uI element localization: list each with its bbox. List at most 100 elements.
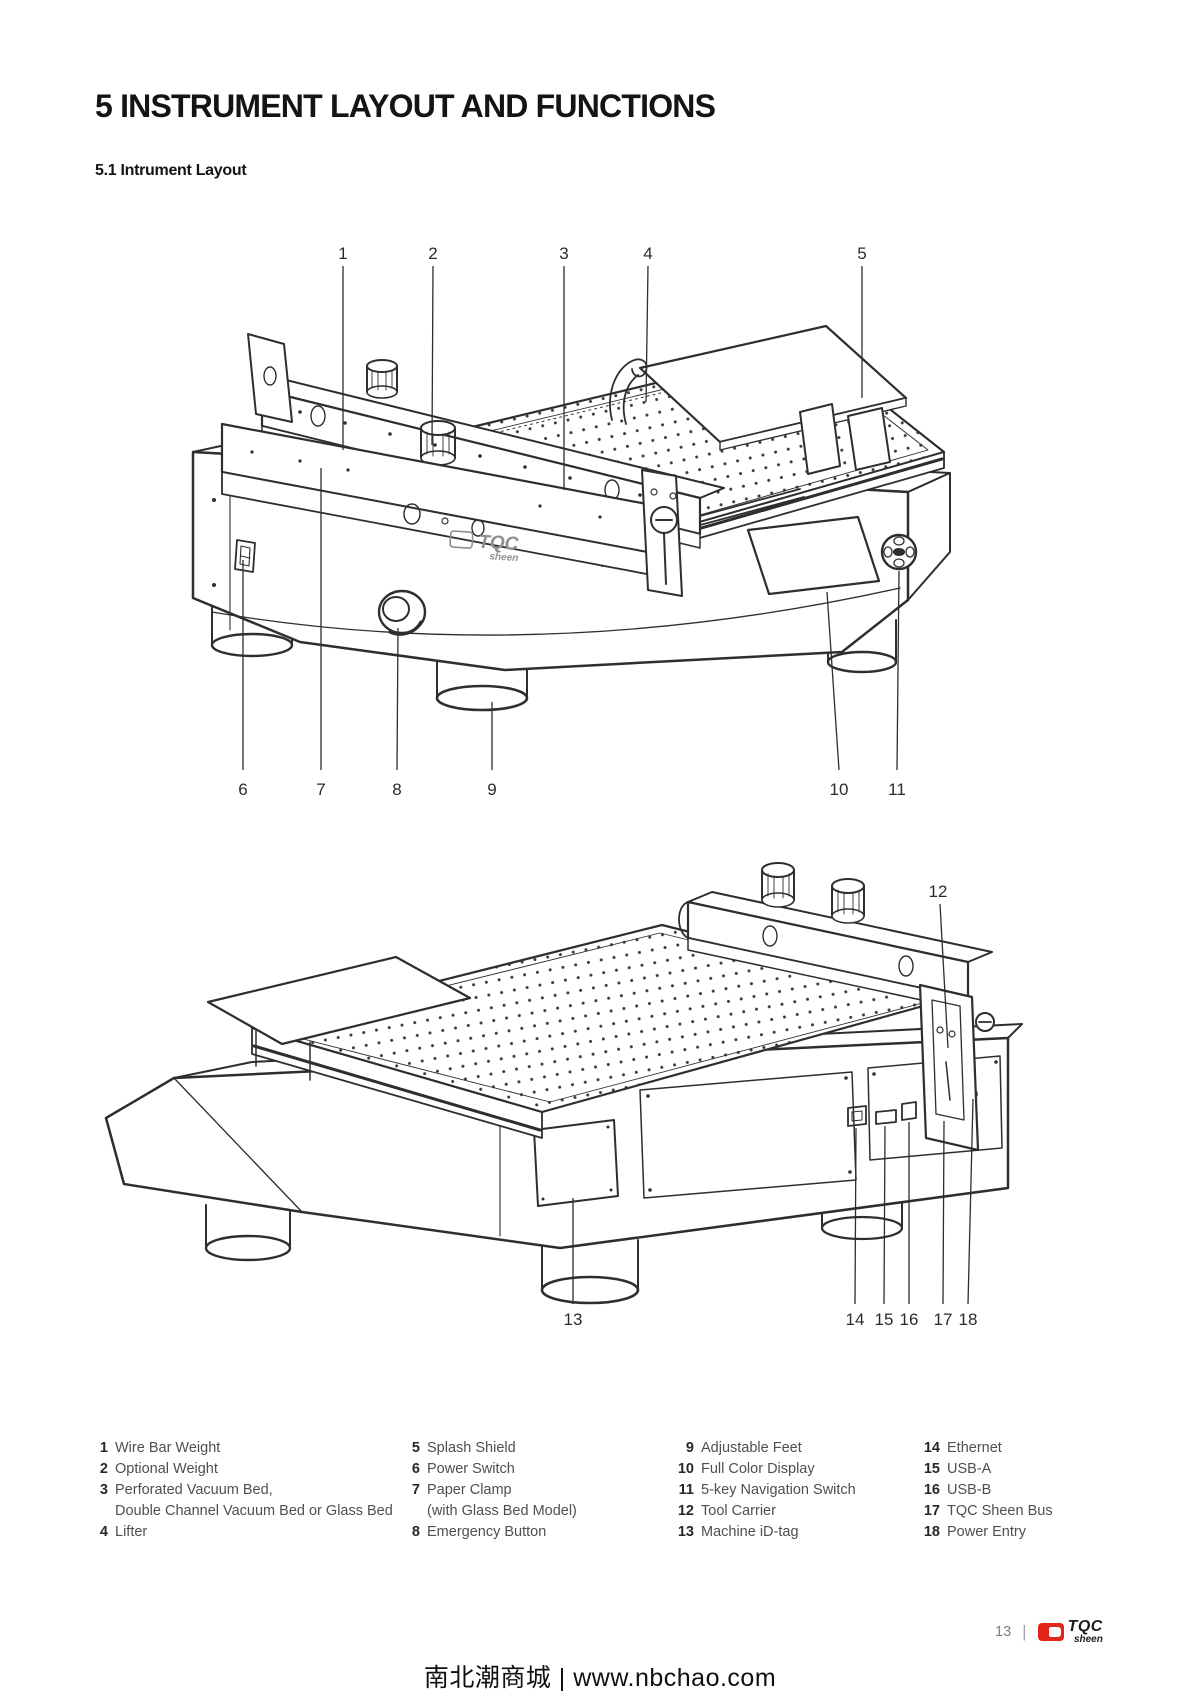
- weight-knobs-rear: [761, 862, 865, 924]
- clamp-lever: [641, 469, 683, 597]
- legend-item-number: 12: [677, 1503, 694, 1519]
- callout-5: 5: [857, 244, 866, 263]
- legend-column-2: 5 Splash Shield 6 Power Switch 7 Paper C…: [400, 1438, 577, 1543]
- lifter-hook: [609, 358, 648, 425]
- legend-item-2: 2 Optional Weight: [88, 1459, 393, 1480]
- legend-item-number: 18: [923, 1524, 940, 1540]
- legend-item-label: (with Glass Bed Model): [427, 1503, 577, 1519]
- legend-item-label: USB-B: [947, 1482, 992, 1498]
- legend-item-number: 4: [99, 1524, 108, 1540]
- svg-text:TQC: TQC: [478, 532, 520, 555]
- legend-item-label: Tool Carrier: [701, 1503, 776, 1519]
- legend-column-4: 14 Ethernet 15 USB-A 16 USB-B 17 TQC She…: [916, 1438, 1053, 1543]
- callout-17: 17: [934, 1310, 953, 1329]
- legend-item-label: Emergency Button: [427, 1524, 547, 1540]
- legend-column-3: 9 Adjustable Feet 10 Full Color Display …: [670, 1438, 856, 1543]
- callout-18: 18: [959, 1310, 978, 1329]
- legend-item-7-cont: (with Glass Bed Model): [400, 1501, 577, 1522]
- figure1-drawing: TQC sheen: [191, 324, 951, 712]
- callout-12: 12: [929, 882, 948, 901]
- legend-column-1: 1 Wire Bar Weight 2 Optional Weight 3 Pe…: [88, 1438, 393, 1543]
- legend-item-number: 11: [678, 1482, 694, 1498]
- legend-item-label: Power Entry: [947, 1524, 1026, 1540]
- navigation-switch: [880, 533, 918, 571]
- legend-item-number: 17: [923, 1503, 940, 1519]
- legend-item-label: Splash Shield: [427, 1440, 516, 1456]
- callout-6: 6: [238, 780, 247, 799]
- perforated-vacuum-bed-rear: [250, 923, 954, 1139]
- callout-2: 2: [428, 244, 437, 263]
- legend-item-16: 16 USB-B: [916, 1480, 1053, 1501]
- legend-item-label: Double Channel Vacuum Bed or Glass Bed: [115, 1503, 393, 1519]
- ethernet-port: [847, 1105, 867, 1127]
- legend-item-number: 13: [677, 1524, 694, 1540]
- figure1-callouts: 1 2 3 4 5 6 7 8 9 10 11: [238, 244, 906, 799]
- callout-13: 13: [564, 1310, 583, 1329]
- legend-item-9: 9 Adjustable Feet: [670, 1438, 856, 1459]
- legend-item-number: 2: [99, 1461, 108, 1477]
- optional-weight-knob: [420, 420, 456, 466]
- emergency-button: [377, 589, 427, 636]
- legend-item-label: Full Color Display: [701, 1461, 815, 1477]
- page-title: 5 INSTRUMENT LAYOUT AND FUNCTIONS: [95, 88, 716, 124]
- legend-item-14: 14 Ethernet: [916, 1438, 1053, 1459]
- legend-item-label: Optional Weight: [115, 1461, 218, 1477]
- legend-item-label: Perforated Vacuum Bed,: [115, 1482, 273, 1498]
- legend-item-number: 16: [923, 1482, 940, 1498]
- legend-item-4: 4 Lifter: [88, 1522, 393, 1543]
- legend-item-1: 1 Wire Bar Weight: [88, 1438, 393, 1459]
- legend-item-3-cont: Double Channel Vacuum Bed or Glass Bed: [88, 1501, 393, 1522]
- wire-bar-weight-knob: [366, 359, 398, 399]
- legend-item-number: 1: [99, 1440, 108, 1456]
- crossbar-rear: [678, 891, 993, 1011]
- legend-item-11: 11 5-key Navigation Switch: [670, 1480, 856, 1501]
- legend-item-label: Lifter: [115, 1524, 148, 1540]
- machine-logo: TQC sheen: [449, 530, 520, 564]
- bed-clamp-blocks: [799, 403, 891, 475]
- splash-shield-rear: [206, 955, 472, 1081]
- legend-item-3: 3 Perforated Vacuum Bed,: [88, 1480, 393, 1501]
- callout-10: 10: [830, 780, 849, 799]
- legend-item-number: 14: [923, 1440, 940, 1456]
- page-footer: 13 | TQC sheen: [995, 1619, 1103, 1645]
- power-switch: [234, 539, 256, 573]
- legend-item-13: 13 Machine iD-tag: [670, 1522, 856, 1543]
- legend-item-label: Wire Bar Weight: [115, 1440, 221, 1456]
- legend-item-label: Paper Clamp: [427, 1482, 512, 1498]
- legend-item-10: 10 Full Color Display: [670, 1459, 856, 1480]
- footer-separator: |: [1022, 1622, 1027, 1642]
- legend-item-17: 17 TQC Sheen Bus: [916, 1501, 1053, 1522]
- legend-item-number: 7: [411, 1482, 420, 1498]
- legend-item-label: USB-A: [947, 1461, 992, 1477]
- machine-id-tag: [533, 1119, 619, 1207]
- page-number: 13: [995, 1624, 1012, 1641]
- callout-11: 11: [888, 780, 906, 799]
- usb-a-port: [875, 1109, 897, 1125]
- legend-item-number: 8: [411, 1524, 420, 1540]
- callout-8: 8: [392, 780, 401, 799]
- color-display: [746, 515, 881, 596]
- legend-item-number: [400, 1501, 420, 1522]
- figure2-drawing: [104, 862, 1023, 1305]
- legend-item-number: 3: [99, 1482, 108, 1498]
- legend-item-label: Machine iD-tag: [701, 1524, 799, 1540]
- callout-4: 4: [643, 244, 652, 263]
- legend-item-15: 15 USB-A: [916, 1459, 1053, 1480]
- legend-item-6: 6 Power Switch: [400, 1459, 577, 1480]
- callout-1: 1: [338, 244, 347, 263]
- figure2-leader-lines: [572, 903, 974, 1305]
- legend-item-number: 6: [411, 1461, 420, 1477]
- legend-item-number: 5: [411, 1440, 420, 1456]
- legend-item-label: 5-key Navigation Switch: [701, 1482, 856, 1498]
- tqc-logo-icon: [1037, 1623, 1064, 1642]
- legend-item-7: 7 Paper Clamp: [400, 1480, 577, 1501]
- legend-item-label: Adjustable Feet: [701, 1440, 802, 1456]
- callout-15: 15: [875, 1310, 894, 1329]
- callout-3: 3: [559, 244, 568, 263]
- figure2-callouts: 12 13 14 15 16 17 18: [564, 882, 978, 1329]
- usb-b-port: [901, 1101, 917, 1121]
- legend-item-18: 18 Power Entry: [916, 1522, 1053, 1543]
- legend-item-8: 8 Emergency Button: [400, 1522, 577, 1543]
